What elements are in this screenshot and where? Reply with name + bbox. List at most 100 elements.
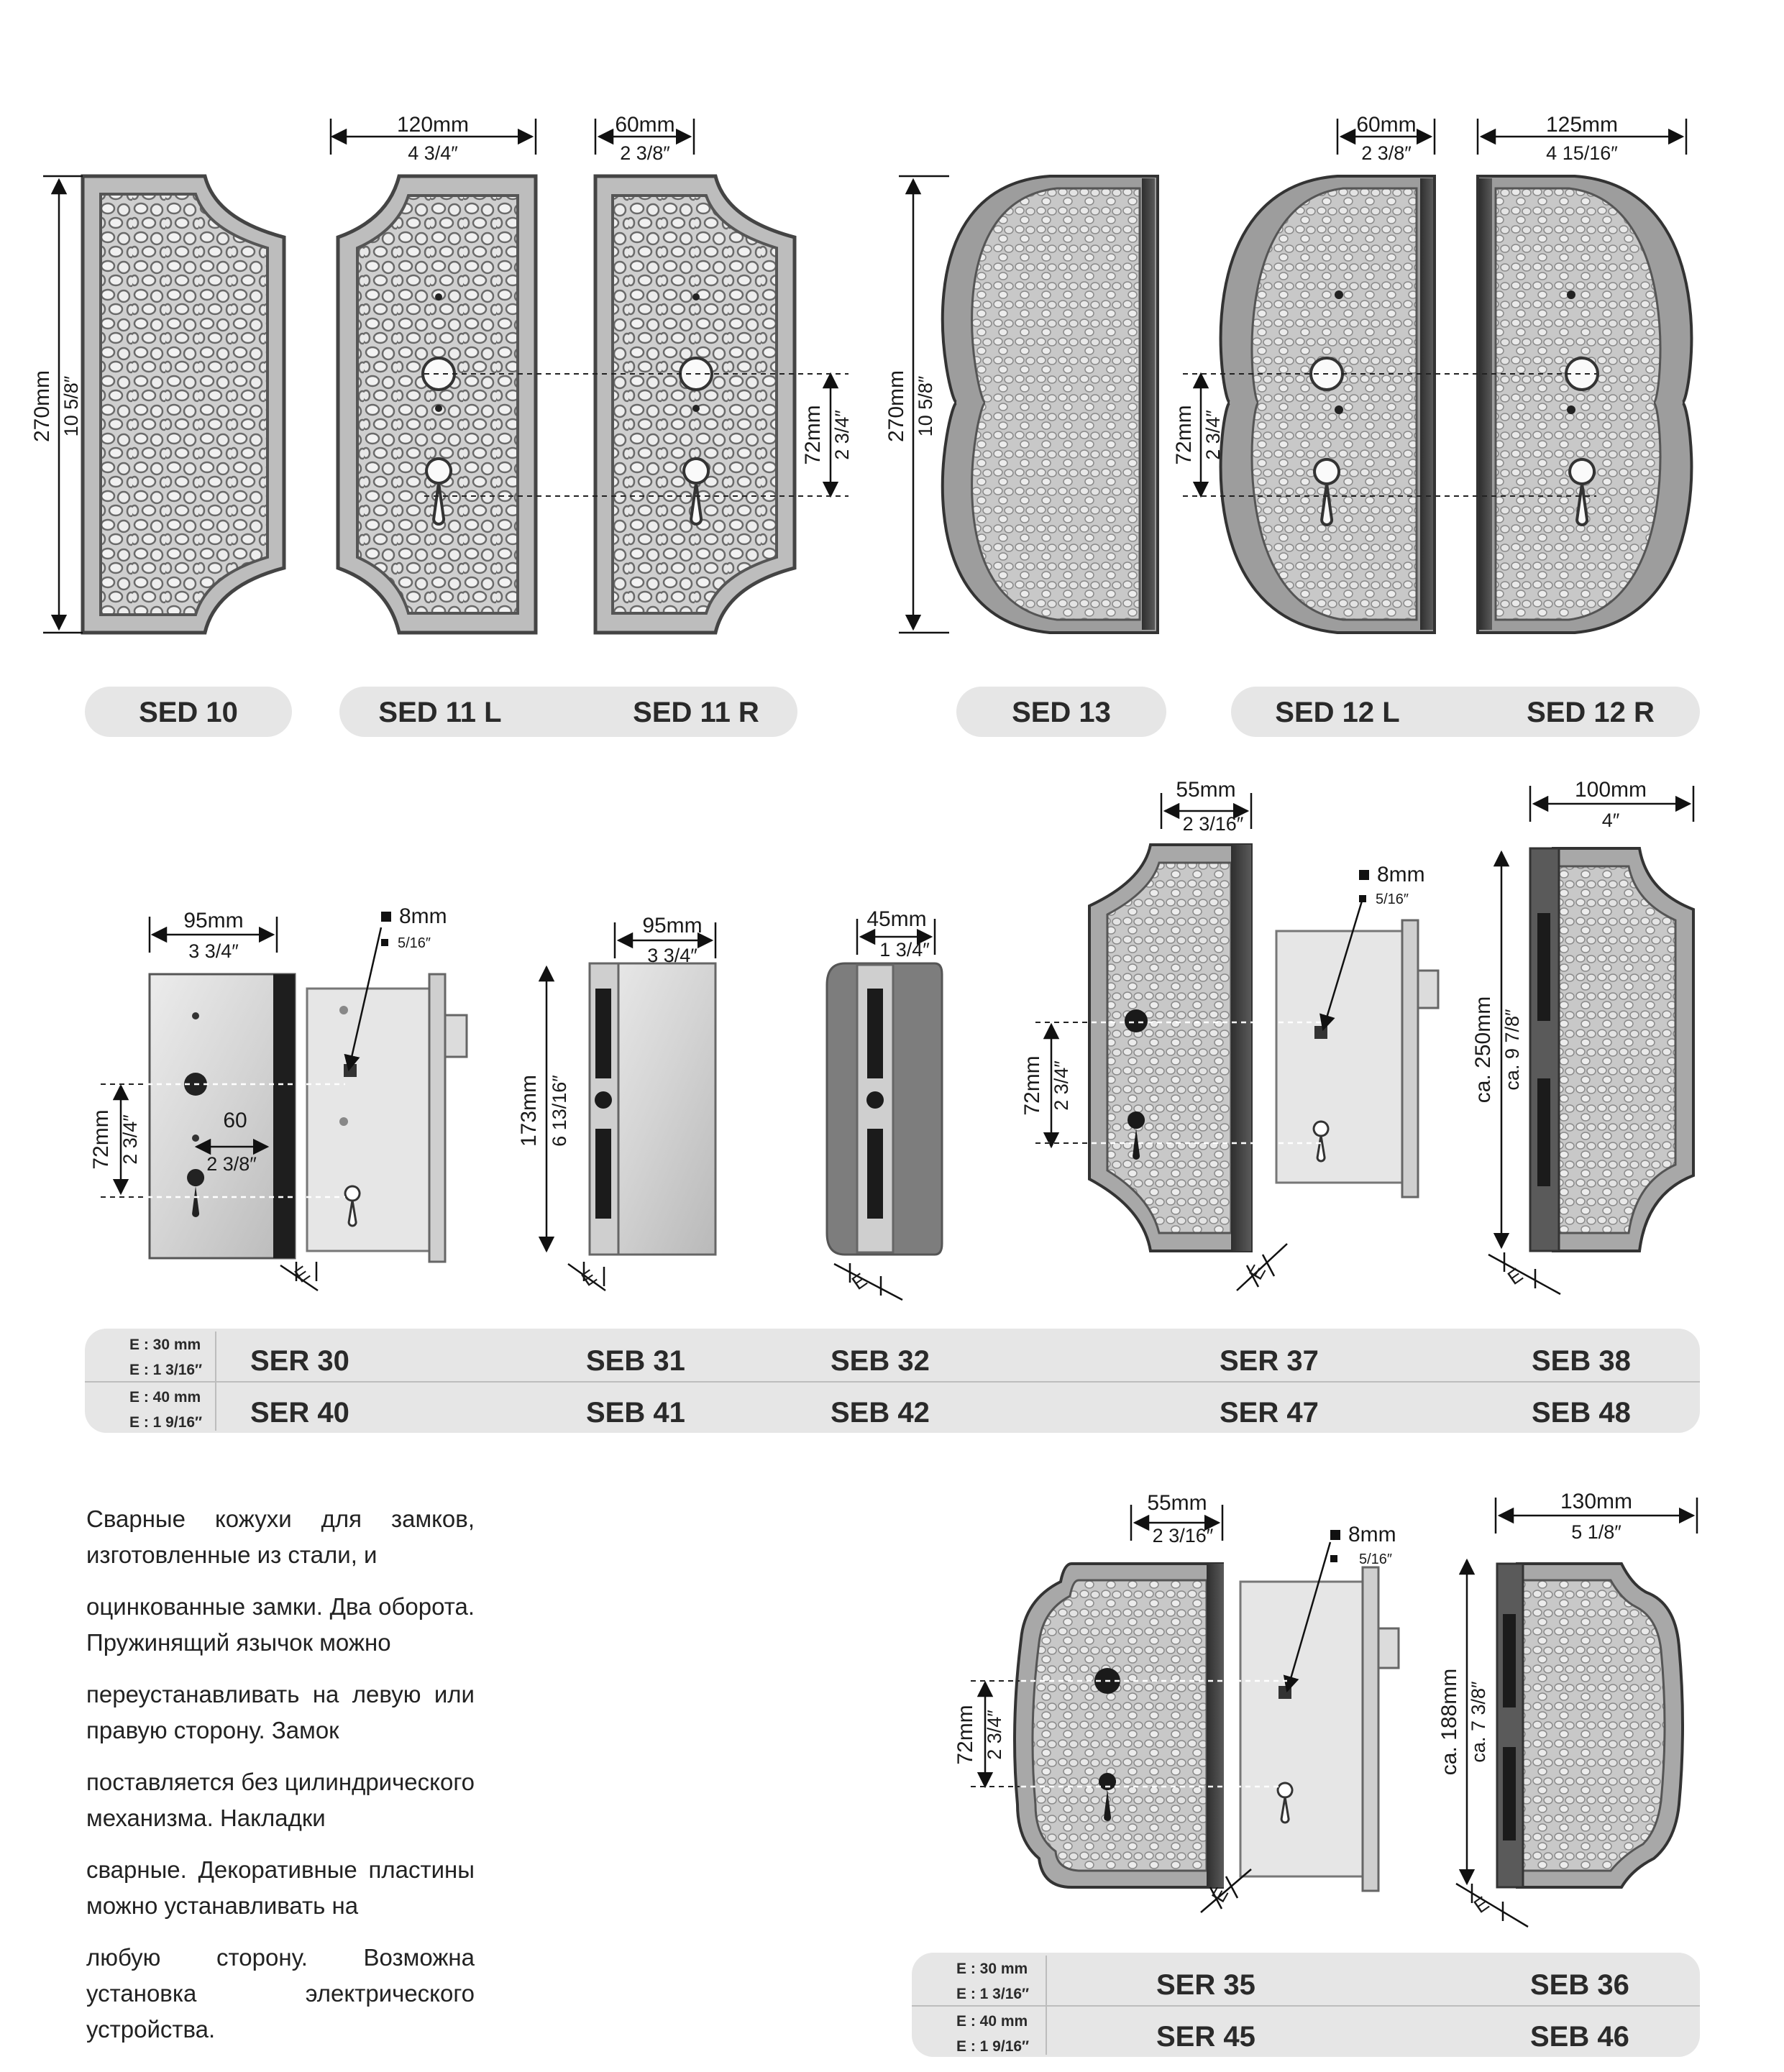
model-ser35: SER 35 — [1156, 1969, 1255, 2001]
label-sed13: SED 13 — [1012, 697, 1111, 728]
description-paragraph: сварные. Декоративные пластины можно уст… — [86, 1856, 475, 1919]
top-dimension-labels: 120mm 4 3/4″ 60mm 2 3/8″ 270mm 10 5/8″ 7… — [30, 113, 1618, 465]
sed11r-plate — [593, 174, 797, 635]
sed13-height-in: 10 5/8″ — [915, 375, 936, 436]
sed11r-width-in: 2 3/8″ — [620, 142, 670, 164]
model-seb31: SEB 31 — [586, 1345, 685, 1377]
model-seb48: SEB 48 — [1532, 1397, 1631, 1429]
seb38-width-mm: 100mm — [1575, 778, 1647, 802]
ser37-width-in: 2 3/16″ — [1183, 813, 1244, 835]
ser35-width-mm: 55mm — [1147, 1491, 1207, 1515]
bottom-e30-mm: E : 30 mm — [956, 1961, 1028, 1977]
description-paragraph: переустанавливать на левую или правую ст… — [86, 1681, 475, 1743]
ser35-square-in: 5/16″ — [1359, 1551, 1392, 1567]
label-sed11l: SED 11 L — [378, 697, 501, 728]
seb36-width-in: 5 1/8″ — [1571, 1521, 1621, 1543]
bottom-e-markers — [1200, 1869, 1529, 1928]
sed13-plate — [941, 175, 1159, 634]
ser35-lock-box — [1013, 1562, 1400, 1892]
sed12r-width-in: 4 15/16″ — [1546, 142, 1618, 164]
e30-mm: E : 30 mm — [129, 1337, 201, 1353]
top-dimensions — [43, 119, 1688, 634]
ser35-spacing-mm: 72mm — [953, 1705, 977, 1764]
bottom-e30-in: E : 1 3/16″ — [956, 1986, 1029, 2002]
seb36-width-mm: 130mm — [1560, 1490, 1632, 1513]
seb31-e: E — [577, 1265, 600, 1291]
seb31-height-in: 6 13/16″ — [549, 1075, 570, 1147]
model-ser47: SER 47 — [1220, 1397, 1319, 1429]
seb38-e: E — [1504, 1264, 1527, 1289]
sed13-height-mm: 270mm — [884, 370, 908, 442]
seb38-width-in: 4″ — [1602, 810, 1620, 831]
middle-e-markers — [280, 1243, 1561, 1301]
sed12-spacing-mm: 72mm — [1172, 405, 1196, 464]
model-seb36: SEB 36 — [1530, 1969, 1629, 2001]
seb38-height-in: ca. 9 7/8″ — [1501, 1009, 1523, 1091]
seb31-width-mm: 95mm — [642, 914, 702, 938]
top-dashed-lines — [424, 373, 1596, 497]
middle-dimensions — [112, 786, 1695, 1253]
bottom-model-table: E : 30 mm E : 1 3/16″ E : 40 mm E : 1 9/… — [912, 1953, 1700, 2057]
description-paragraph: оцинкованные замки. Два оборота. Пружиня… — [86, 1593, 475, 1656]
sed12-spacing-in: 2 3/4″ — [1202, 410, 1224, 460]
model-ser37: SER 37 — [1220, 1345, 1319, 1377]
label-sed10: SED 10 — [139, 697, 238, 728]
sed12l-width-in: 2 3/8″ — [1361, 142, 1412, 164]
model-seb38: SEB 38 — [1532, 1345, 1631, 1377]
sed12r-plate — [1476, 175, 1693, 634]
seb36-height-in: ca. 7 3/8″ — [1468, 1681, 1489, 1763]
seb32-width-mm: 45mm — [866, 907, 926, 931]
sed11-spacing-mm: 72mm — [801, 405, 825, 464]
model-ser45: SER 45 — [1156, 2021, 1255, 2053]
ser37-square-mm: 8mm — [1377, 863, 1425, 886]
ser30-e: E — [291, 1262, 314, 1287]
e40-mm: E : 40 mm — [129, 1389, 201, 1406]
seb32-lock-box — [825, 962, 943, 1256]
model-seb46: SEB 46 — [1530, 2021, 1629, 2053]
ser30-spacing-mm: 72mm — [89, 1109, 113, 1169]
seb36-e: E — [1470, 1892, 1493, 1917]
e40-in: E : 1 9/16″ — [129, 1414, 202, 1431]
sed11-spacing-in: 2 3/4″ — [831, 410, 853, 460]
ser35-width-in: 2 3/16″ — [1153, 1525, 1214, 1546]
ser30-spacing-in: 2 3/4″ — [119, 1114, 141, 1165]
e30-in: E : 1 3/16″ — [129, 1362, 202, 1378]
ser37-spacing-mm: 72mm — [1020, 1055, 1044, 1115]
top-model-labels: SED 10 SED 11 L SED 11 R SED 13 SED 12 L… — [85, 687, 1700, 737]
middle-dashed-lines-dark — [101, 1022, 1087, 1198]
description-paragraph: поставляется без цилиндрического механиз… — [86, 1769, 475, 1831]
bottom-dimension-labels: 55mm 2 3/16″ 8mm 5/16″ 72mm 2 3/4″ 130mm… — [953, 1490, 1632, 1917]
sed12l-width-mm: 60mm — [1356, 113, 1416, 137]
bottom-dashed-lines-dark — [971, 1680, 1020, 1787]
ser30-lock-box — [148, 973, 468, 1263]
bottom-dimensions — [976, 1498, 1698, 1886]
model-ser40: SER 40 — [250, 1397, 349, 1429]
label-sed11r: SED 11 R — [633, 697, 759, 728]
ser30-backset: 60 — [223, 1109, 247, 1132]
label-sed12l: SED 12 L — [1275, 697, 1399, 728]
ser30-width-in: 3 3/4″ — [188, 940, 239, 962]
seb31-width-in: 3 3/4″ — [647, 945, 697, 966]
sed10-height-mm: 270mm — [30, 370, 54, 442]
model-seb41: SEB 41 — [586, 1397, 685, 1429]
middle-model-table: E : 30 mm E : 1 3/16″ E : 40 mm E : 1 9/… — [85, 1329, 1700, 1433]
ser30-width-mm: 95mm — [183, 909, 243, 932]
ser30-backset-in: 2 3/8″ — [206, 1153, 257, 1175]
sed10-height-in: 10 5/8″ — [60, 375, 82, 436]
sed11-width-mm: 120mm — [397, 113, 469, 137]
seb36-height-mm: ca. 188mm — [1437, 1669, 1461, 1775]
ser30-square-in: 5/16″ — [398, 935, 431, 951]
bottom-e40-mm: E : 40 mm — [956, 2013, 1028, 2030]
description-paragraph: любую сторону. Возможна установка электр… — [86, 1944, 475, 2043]
sed10-plate — [81, 174, 286, 635]
bottom-e40-in: E : 1 9/16″ — [956, 2038, 1029, 2055]
model-seb32: SEB 32 — [831, 1345, 930, 1377]
ser37-square-in: 5/16″ — [1376, 891, 1409, 907]
description-paragraph: Сварные кожухи для замков, изготовленные… — [86, 1505, 475, 1568]
seb38-lock-box — [1529, 847, 1695, 1252]
ser37-width-mm: 55mm — [1176, 778, 1235, 802]
ser35-square-mm: 8mm — [1348, 1523, 1396, 1546]
seb36-lock-box — [1496, 1562, 1684, 1889]
sed12l-plate — [1219, 175, 1436, 634]
